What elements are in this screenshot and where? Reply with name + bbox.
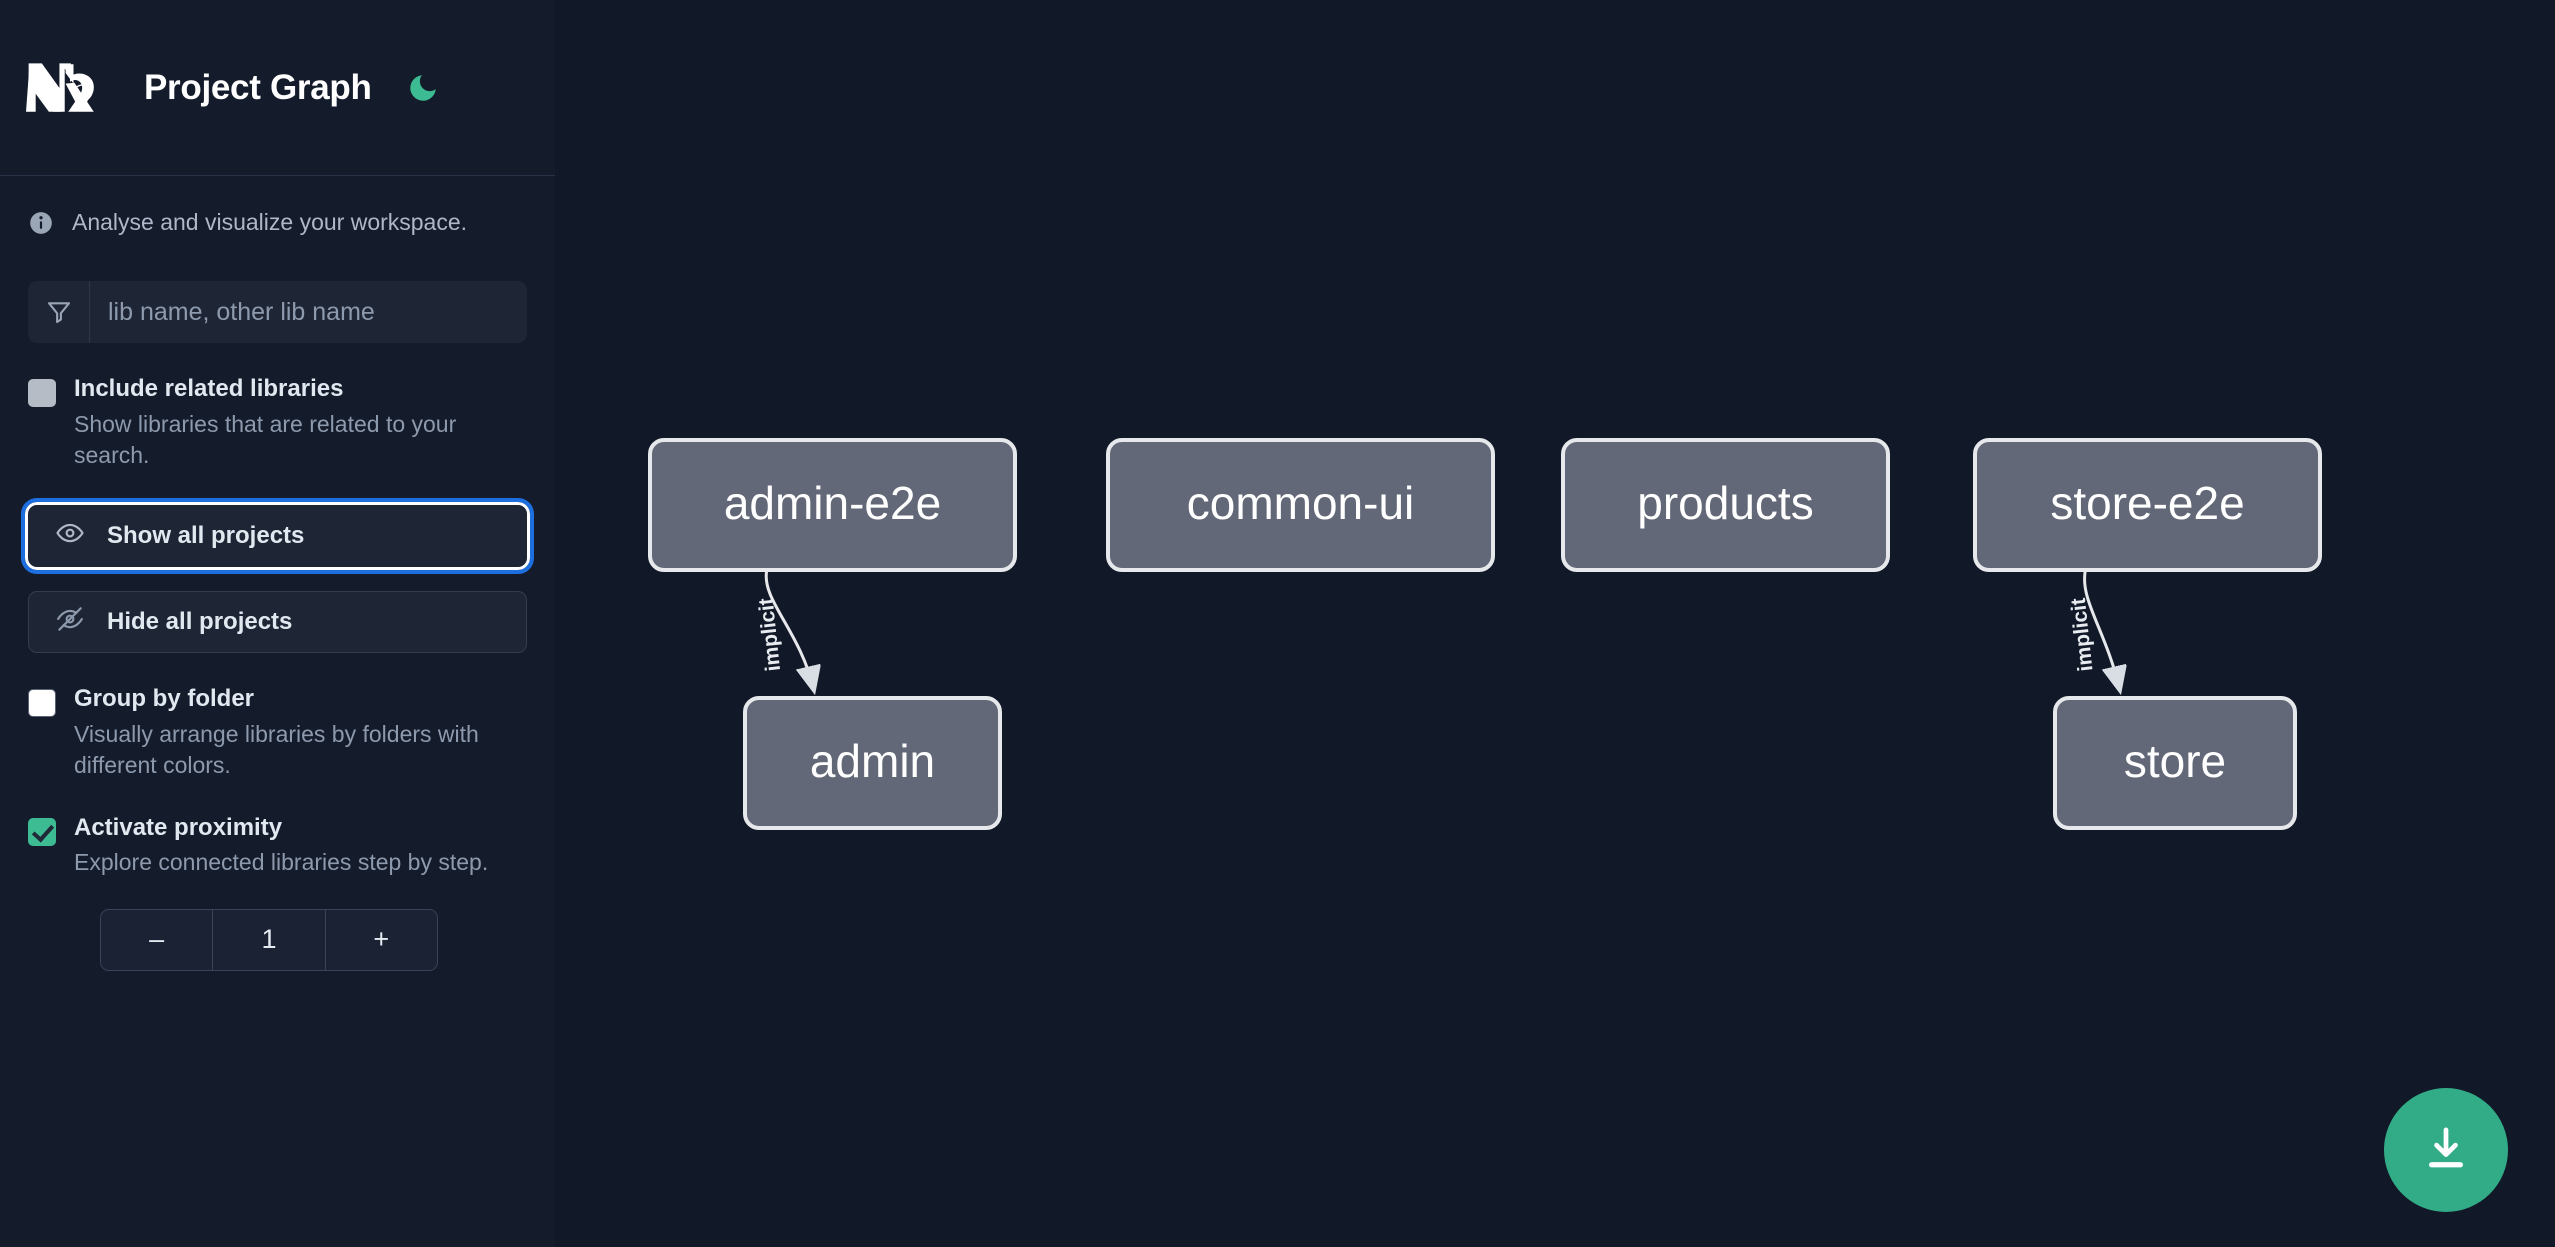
graph-node[interactable]: products [1561,438,1890,572]
filter-funnel-icon [28,281,90,343]
search-box[interactable] [28,281,527,343]
graph-node-label: common-ui [1187,477,1415,529]
graph-edges: implicit implicit [755,569,2120,690]
option-description: Explore connected libraries step by step… [74,849,489,876]
project-graph-svg: implicit implicit admin-e2e common-ui produ… [648,438,2322,830]
eye-icon [55,518,85,555]
graph-node[interactable]: store [2053,696,2297,830]
graph-node-label: admin [810,735,935,787]
proximity-stepper[interactable]: – 1 + [100,908,438,971]
option-title: Include related libraries [74,375,344,402]
show-all-projects-wrap: Show all projects [0,471,555,575]
option-description: Visually arrange libraries by folders wi… [74,721,479,779]
graph-node[interactable]: common-ui [1106,438,1495,572]
workspace-info-text: Analyse and visualize your workspace. [72,209,468,235]
graph-node-label: store [2124,735,2226,787]
graph-node-label: admin-e2e [724,477,941,529]
graph-edge-label: implicit [2067,597,2098,673]
checkbox-activate-proximity[interactable] [28,817,56,846]
graph-node-label: products [1637,477,1813,529]
show-all-projects-button[interactable]: Show all projects [21,498,534,575]
graph-nodes: admin-e2e common-ui products store-e2e admin… [648,438,2322,830]
option-group-by-folder[interactable]: Group by folder Visually arrange librari… [0,653,555,781]
download-icon [2419,1122,2473,1179]
nx-logo-icon [26,57,114,119]
sidebar-header: Project Graph [0,0,555,176]
info-circle-icon [28,210,54,241]
graph-node-box[interactable] [743,696,1002,830]
graph-edge-label: implicit [755,597,786,673]
option-title: Activate proximity [74,813,283,841]
proximity-increment-button[interactable]: + [325,909,437,970]
eye-off-icon [55,604,85,641]
page-title: Project Graph [144,67,372,107]
graph-node-box[interactable] [1106,438,1495,572]
graph-node-box[interactable] [1973,438,2322,572]
option-include-related-libraries[interactable]: Include related libraries Show libraries… [0,343,555,471]
search-input[interactable] [90,281,527,343]
graph-node[interactable]: store-e2e [1973,438,2322,572]
graph-node-box[interactable] [1561,438,1890,572]
option-description: Show libraries that are related to your … [74,410,457,469]
download-image-button[interactable] [2384,1088,2508,1212]
moon-icon[interactable] [404,69,442,107]
graph-node-box[interactable] [648,438,1017,572]
checkbox-include-related-libraries[interactable] [28,379,56,407]
sidebar: Project Graph Analyse and visualize your… [0,0,555,1247]
option-title: Group by folder [74,685,254,713]
hide-all-projects-label: Hide all projects [107,608,293,636]
option-activate-proximity[interactable]: Activate proximity Explore connected lib… [0,782,555,879]
graph-node[interactable]: admin [743,696,1002,830]
hide-all-projects-button[interactable]: Hide all projects [28,591,527,654]
hide-all-projects-wrap: Hide all projects [0,567,555,654]
graph-canvas[interactable]: implicit implicit admin-e2e common-ui produ… [555,0,2555,1247]
workspace-info: Analyse and visualize your workspace. [0,176,555,241]
proximity-decrement-button[interactable]: – [101,909,213,970]
proximity-value: 1 [212,909,326,970]
graph-edge[interactable] [2083,569,2120,690]
filter-section [0,241,555,343]
checkbox-group-by-folder[interactable] [28,689,56,718]
proximity-stepper-wrap: – 1 + [0,879,555,971]
graph-node-box[interactable] [2053,696,2297,830]
graph-edge[interactable] [764,569,814,690]
graph-node[interactable]: admin-e2e [648,438,1017,572]
show-all-projects-label: Show all projects [107,522,305,550]
graph-node-label: store-e2e [2050,477,2244,529]
